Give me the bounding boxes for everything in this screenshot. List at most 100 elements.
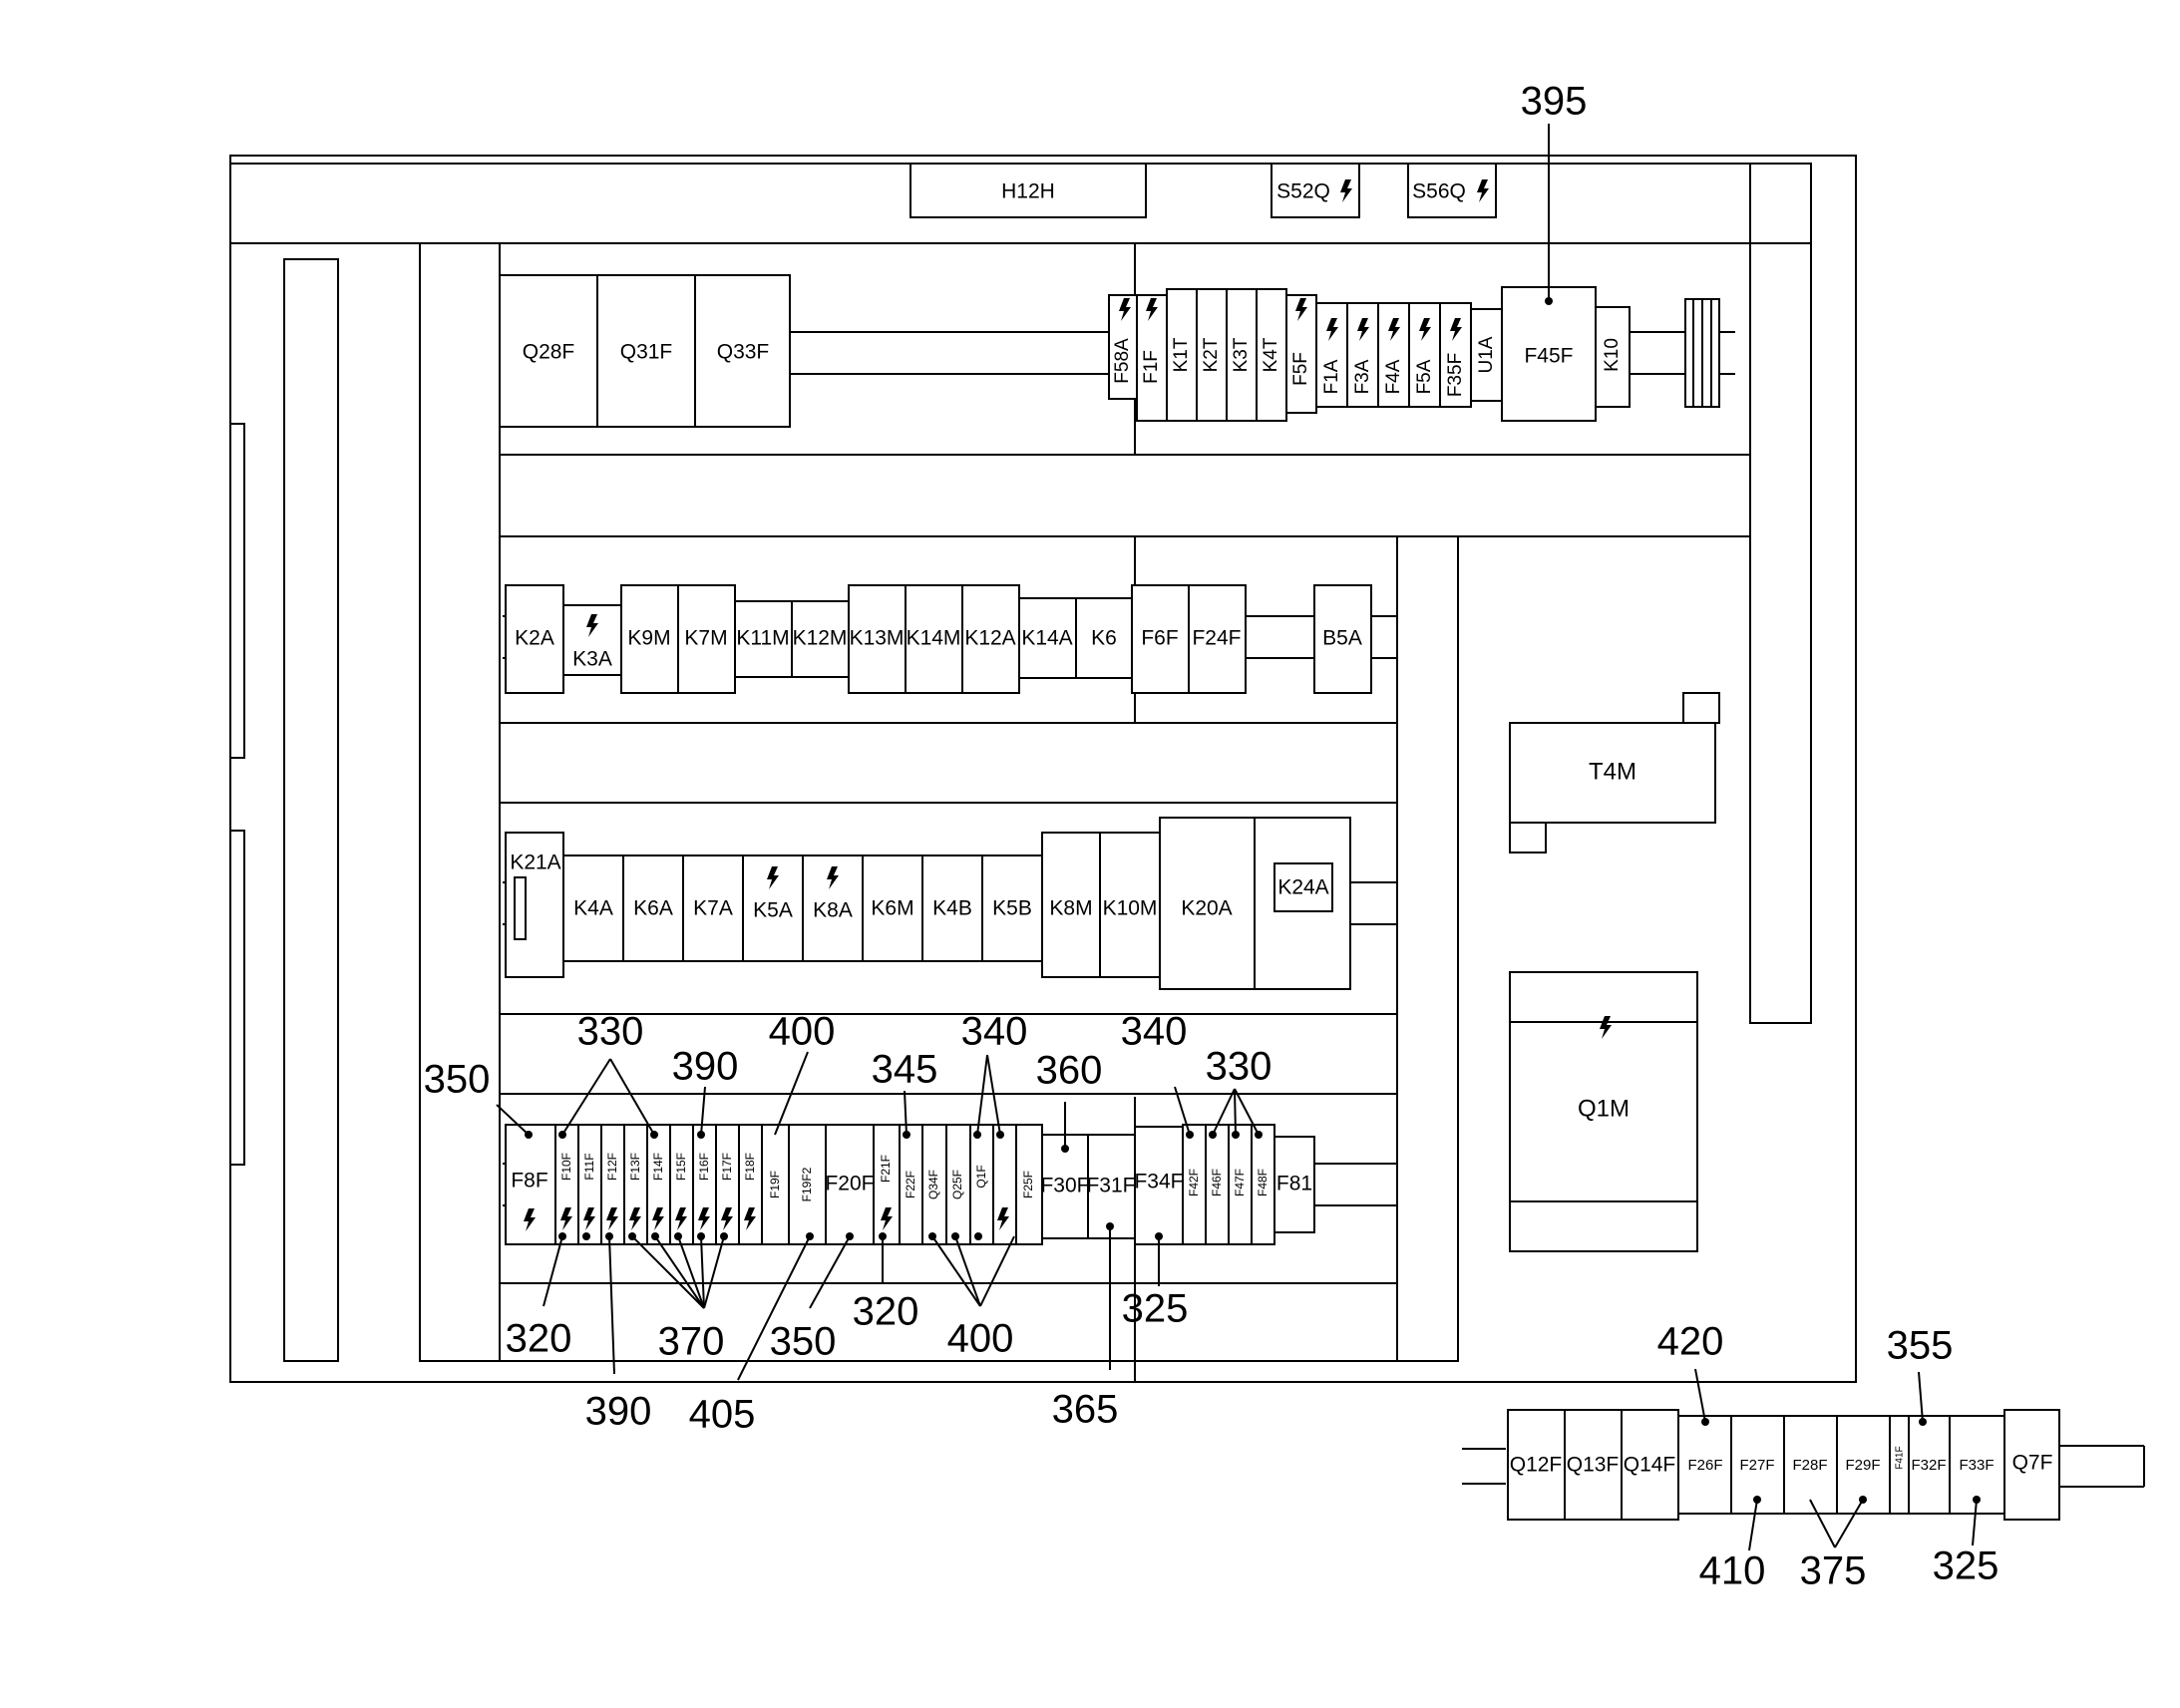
right-devices: T4M Q1M [1509,692,1720,1252]
label-F21F: F21F [879,1155,893,1183]
label-K3A: K3A [572,648,612,671]
label-K24A: K24A [1277,876,1328,899]
label-F26F: F26F [1687,1457,1722,1474]
label-F18F: F18F [743,1153,757,1181]
label-F58A: F58A [1112,338,1133,384]
transformer-T4M [1509,722,1716,824]
ref-390-top: 390 [672,1045,739,1089]
label-K7A: K7A [693,897,733,920]
label-F17F: F17F [720,1153,734,1181]
ref-350-bottom: 350 [770,1320,837,1364]
ref-350-top: 350 [424,1058,491,1102]
label-F47F: F47F [1233,1169,1247,1196]
label-K12M: K12M [793,627,848,650]
label-B5A: B5A [1322,627,1362,650]
label-K20A: K20A [1181,897,1232,920]
label-Q25F: Q25F [950,1170,964,1199]
label-F30F: F30F [1040,1175,1089,1197]
label-F20F: F20F [825,1173,874,1196]
ref-375: 375 [1800,1549,1867,1593]
label-F12F: F12F [605,1153,619,1181]
ref-395: 395 [1521,80,1588,124]
label-K5A: K5A [753,899,793,922]
label-F24F: F24F [1192,627,1241,650]
label-F48F: F48F [1256,1169,1270,1196]
label-F33F: F33F [1959,1457,1994,1474]
ref-320-left: 320 [506,1317,572,1361]
label-F22F: F22F [904,1171,917,1198]
ref-400-top: 400 [769,1010,836,1054]
label-Q13F: Q13F [1567,1454,1620,1477]
label-K5B: K5B [992,897,1032,920]
label-Q34F: Q34F [926,1170,940,1199]
label-F15F: F15F [674,1153,688,1181]
label-Q1F: Q1F [974,1165,988,1188]
ref-405: 405 [689,1393,756,1437]
label-F32F: F32F [1911,1457,1946,1474]
label-U1A: U1A [1476,336,1497,373]
external-rail: Q12F Q13F Q14F F26F F27F F28F F29F F41F … [1462,1409,2145,1521]
rail-row-1: Q28F Q31F Q33F F58A F1F K1T K2T K3T K4T … [499,274,1720,428]
label-F1F: F1F [1141,350,1162,384]
label-K14A: K14A [1021,627,1072,650]
label-F13F: F13F [628,1153,642,1181]
reference-numbers: 395 350 330 390 400 345 340 360 340 330 … [424,80,1999,1593]
label-S56Q: S56Q [1412,180,1466,203]
label-F25F: F25F [1021,1171,1035,1198]
ref-330-right: 330 [1206,1045,1272,1089]
label-F8F: F8F [511,1170,547,1193]
ref-325-external: 325 [1933,1544,1999,1588]
ref-420: 420 [1657,1320,1724,1364]
label-K1T: K1T [1171,337,1192,372]
label-F11F: F11F [582,1153,596,1180]
label-K6A: K6A [633,897,673,920]
ref-320-right: 320 [853,1290,919,1334]
label-F5A: F5A [1414,359,1435,394]
ref-340-right: 340 [1121,1010,1188,1054]
reference-leaders [496,124,1978,1551]
label-F42F: F42F [1187,1169,1201,1196]
label-K14M: K14M [907,627,961,650]
label-H12H: H12H [1001,180,1055,203]
label-T4M: T4M [1589,758,1636,785]
label-Q28F: Q28F [523,341,575,364]
label-K11M: K11M [736,627,789,650]
label-F28F: F28F [1792,1457,1827,1474]
label-K4B: K4B [932,897,972,920]
ref-410: 410 [1699,1549,1766,1593]
label-K8M: K8M [1049,897,1092,920]
label-K4A: K4A [573,897,613,920]
label-K12A: K12A [964,627,1015,650]
label-Q33F: Q33F [717,341,770,364]
ref-390-bottom: 390 [585,1390,652,1434]
label-K2A: K2A [515,627,554,650]
label-F29F: F29F [1845,1457,1880,1474]
label-F27F: F27F [1739,1457,1774,1474]
ref-325-panel: 325 [1122,1287,1189,1331]
ref-370: 370 [658,1320,725,1364]
label-S52Q: S52Q [1276,180,1330,203]
label-F10F: F10F [559,1153,573,1181]
label-K13M: K13M [850,627,905,650]
label-F35F: F35F [1445,353,1466,397]
label-K6M: K6M [871,897,913,920]
label-K6: K6 [1091,627,1117,650]
label-K9M: K9M [627,627,670,650]
label-F3A: F3A [1352,359,1373,394]
ref-355: 355 [1887,1324,1954,1368]
label-Q1M: Q1M [1578,1095,1630,1122]
label-Q7F: Q7F [2012,1452,2053,1475]
ref-400-bottom: 400 [947,1317,1014,1361]
rail-row-2: K2A K3A K9M K7M K11M K12M K13M K14M K12A… [505,584,1372,694]
label-Q31F: Q31F [620,341,673,364]
rail-row-3: K21A K4A K6A K7A K5A K8A K6M K4B K5B K8M… [505,817,1351,990]
label-K10M: K10M [1103,897,1158,920]
label-F5F: F5F [1290,352,1311,386]
ref-330-left: 330 [577,1010,644,1054]
label-K21A: K21A [510,852,560,874]
rail-row-4: F8F F10F F11F F12F F13F F14F F15F F16F [505,1124,1315,1245]
label-K4T: K4T [1261,337,1281,372]
label-F16F: F16F [697,1153,711,1181]
label-F31F: F31F [1086,1175,1135,1197]
ref-365: 365 [1052,1388,1119,1432]
